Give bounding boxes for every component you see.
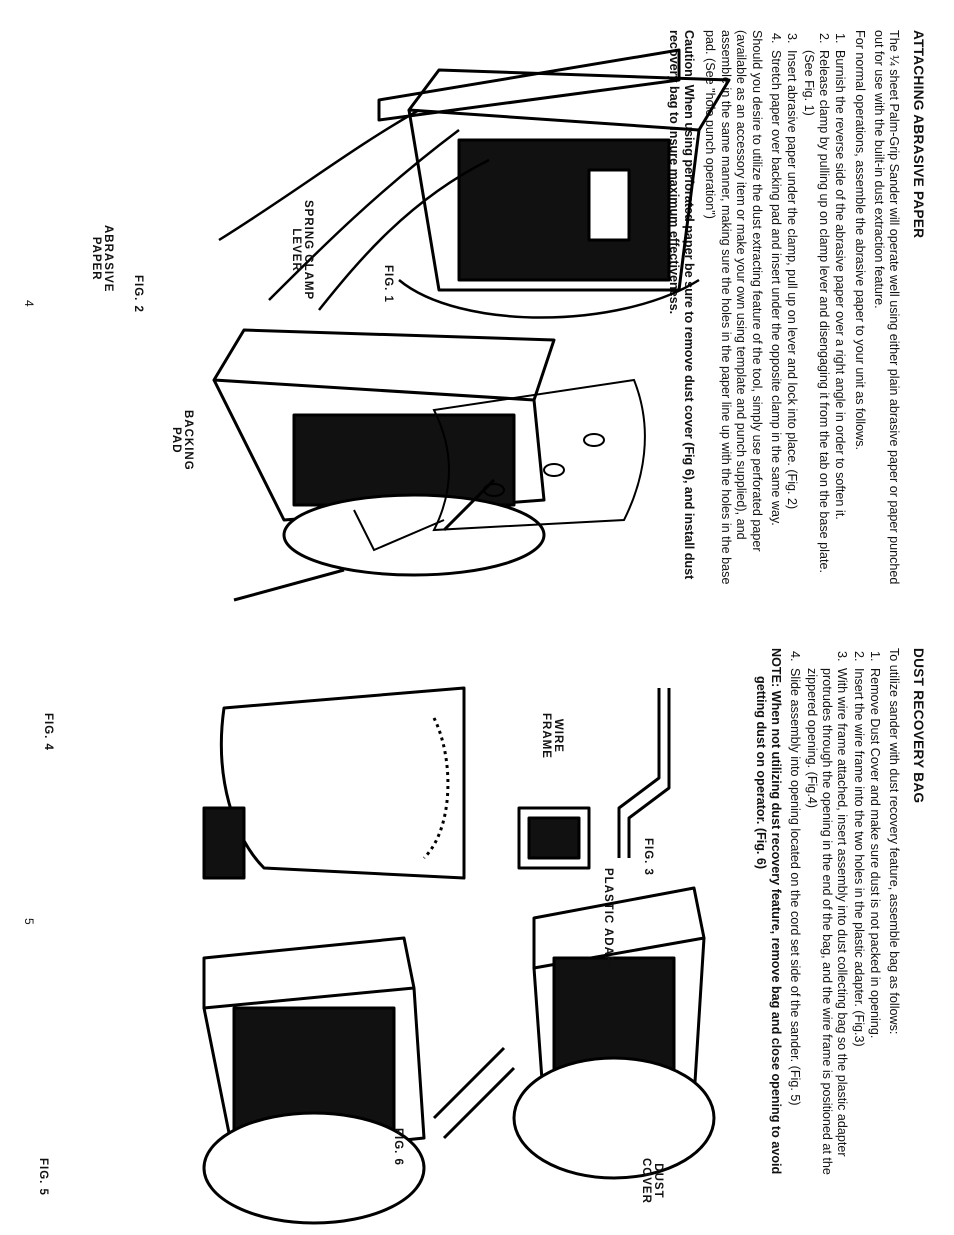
dust-cover-callout: DUST COVER xyxy=(639,1158,664,1204)
step-item: Slide assembly into opening located on t… xyxy=(787,665,802,1208)
step-item: Stretch paper over backing pad and inser… xyxy=(768,47,783,590)
normal-ops-paragraph: For normal operations, assemble the abra… xyxy=(852,30,867,451)
step-item: Insert the wire frame into the two holes… xyxy=(850,665,866,1208)
fig3-label: FIG. 3 xyxy=(642,838,654,876)
fig4-label: FIG. 4 xyxy=(42,713,54,751)
page-number: 4 xyxy=(22,300,36,307)
fig5-fig6-illustration xyxy=(202,886,716,1225)
fig6-label: FIG. 6 xyxy=(392,1128,404,1166)
section-heading: ATTACHING ABRASIVE PAPER xyxy=(911,30,926,239)
fig5-label: FIG. 5 xyxy=(37,1158,49,1196)
step-item: Insert abrasive paper under the clamp, p… xyxy=(784,47,799,590)
page-4: ATTACHING ABRASIVE PAPER The ¼ sheet Pal… xyxy=(0,0,954,617)
step-item: Remove Dust Cover and make sure dust is … xyxy=(867,665,882,1208)
backing-pad-callout: BACKING PAD xyxy=(169,410,194,471)
fig3-illustration xyxy=(517,688,671,870)
fig1-label: FIG. 1 xyxy=(382,265,394,303)
intro-paragraph: To utilize sander with dust recovery fea… xyxy=(887,648,902,1035)
page-5: DUST RECOVERY BAG To utilize sander with… xyxy=(0,618,954,1235)
dust-bag-section: DUST RECOVERY BAG To utilize sander with… xyxy=(748,648,926,1208)
step-item: Burnish the reverse side of the abrasive… xyxy=(832,47,847,590)
fig4-illustration xyxy=(202,686,466,880)
page-number: 5 xyxy=(22,918,36,925)
plastic-adapter-callout: PLASTIC ADAPTER xyxy=(602,868,614,991)
intro-paragraph: The ¼ sheet Palm-Grip Sander will operat… xyxy=(872,30,902,585)
spring-clamp-callout: SPRING CLAMP LEVER xyxy=(289,200,314,301)
fig1-illustration xyxy=(218,48,731,319)
steps-list: Remove Dust Cover and make sure dust is … xyxy=(787,648,882,1208)
note-paragraph: NOTE: When not utilizing dust recovery f… xyxy=(753,648,783,1175)
fig2-illustration xyxy=(212,328,646,602)
wire-frame-callout: WIRE FRAME xyxy=(539,713,564,759)
fig2-label: FIG. 2 xyxy=(132,275,144,313)
abrasive-paper-callout: ABRASIVE PAPER xyxy=(89,225,114,293)
section-heading: DUST RECOVERY BAG xyxy=(911,648,926,804)
step-item: With wire frame attached, insert assembl… xyxy=(803,665,850,1208)
steps-list: Burnish the reverse side of the abrasive… xyxy=(768,30,847,590)
step-item: Release clamp by pulling up on clamp lev… xyxy=(800,47,831,590)
